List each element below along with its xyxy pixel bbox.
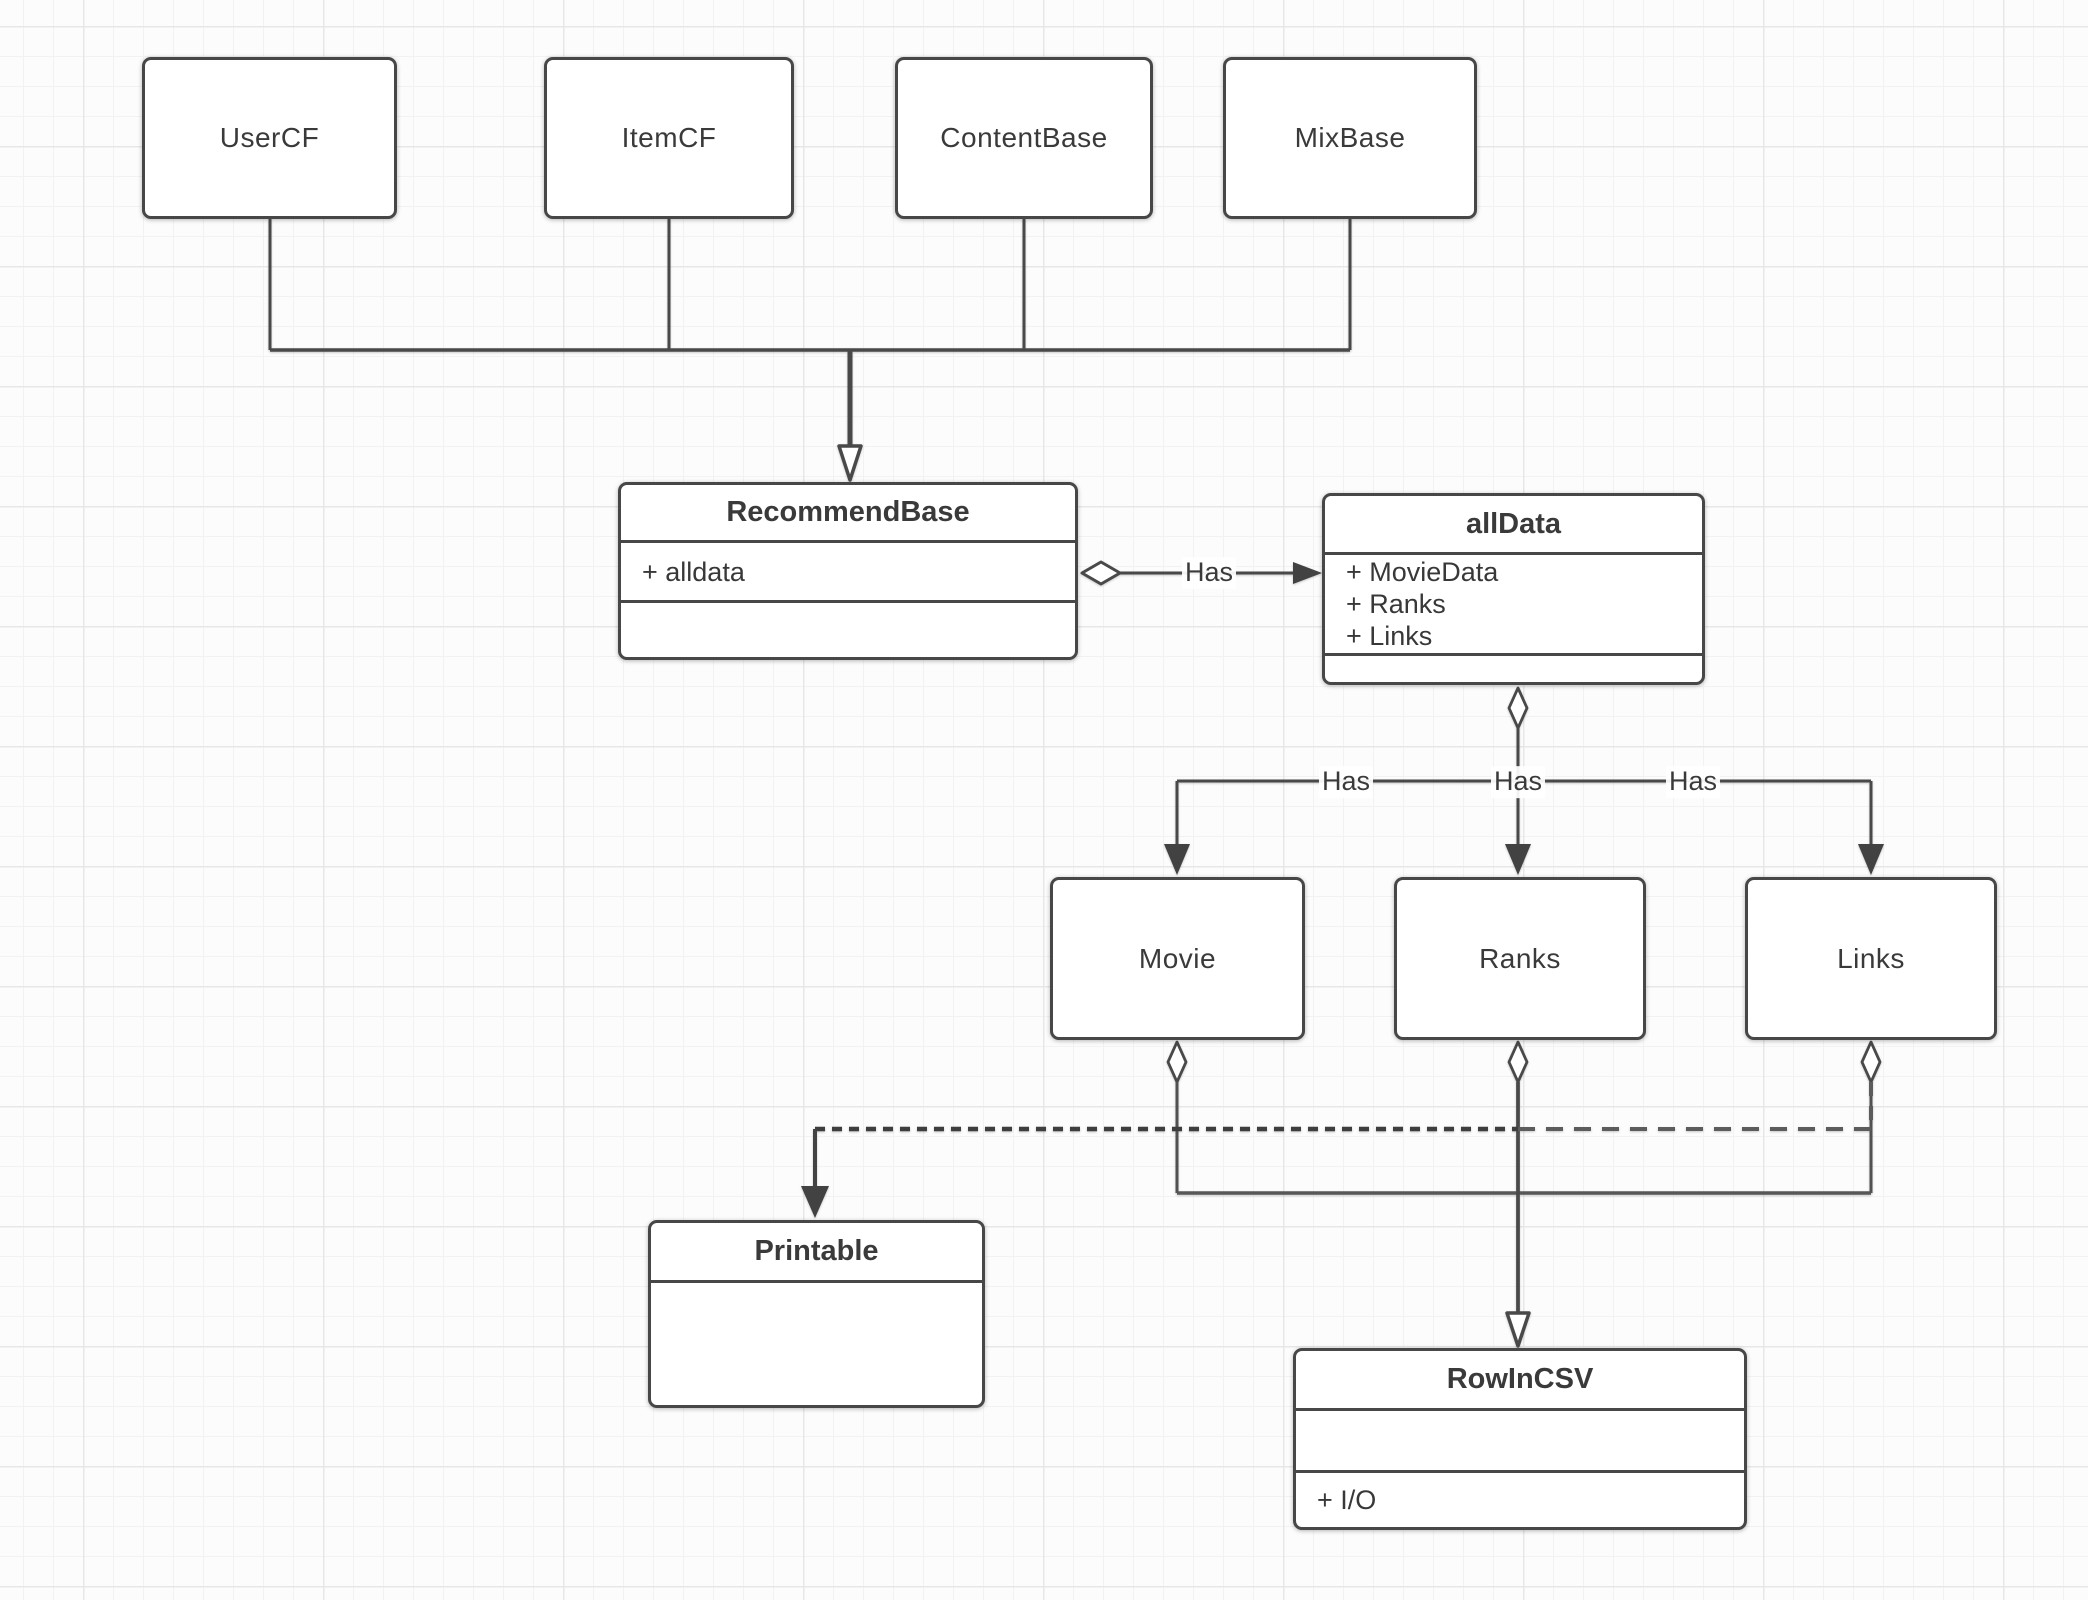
class-rowincsv-title: RowInCSV [1296, 1351, 1744, 1411]
edge-children-printable[interactable] [813, 1082, 1873, 1190]
class-contentbase-label: ContentBase [940, 122, 1108, 153]
class-links-label: Links [1837, 942, 1905, 974]
solid-arrowhead-printable[interactable] [801, 1186, 829, 1218]
solid-arrowhead-ranks[interactable] [1505, 844, 1531, 875]
class-printable-title: Printable [651, 1223, 982, 1283]
class-movie-label: Movie [1138, 942, 1217, 974]
class-rowincsv-methods: + I/O [1296, 1473, 1744, 1527]
class-mixbase-label: MixBase [1294, 122, 1406, 153]
class-recommendbase-title: RecommendBase [621, 485, 1075, 543]
aggregation-diamond-recommendbase[interactable] [1080, 560, 1122, 586]
solid-arrowhead-links[interactable] [1858, 844, 1884, 875]
class-movie[interactable]: Movie [1050, 877, 1305, 1040]
attribute-links: + Links [1346, 621, 1433, 651]
hollow-arrowhead-recommendbase[interactable] [837, 444, 863, 482]
hollow-arrowhead-rowincsv[interactable] [1505, 1311, 1531, 1348]
edge-top-bus[interactable] [268, 219, 1352, 446]
class-recommendbase-attributes: + alldata [621, 543, 1075, 603]
edge-label-has-links[interactable]: Has [1665, 766, 1721, 798]
class-ranks-label: Ranks [1479, 942, 1561, 974]
class-contentbase[interactable]: ContentBase [895, 57, 1153, 219]
edge-children-rowincsv[interactable] [1175, 1082, 1873, 1314]
class-alldata[interactable]: allData + MovieData + Ranks + Links [1322, 493, 1705, 685]
class-printable-body-empty [651, 1283, 982, 1405]
class-usercf[interactable]: UserCF [142, 57, 397, 219]
aggregation-diamond-ranks[interactable] [1507, 1040, 1529, 1084]
aggregation-diamond-movie[interactable] [1166, 1040, 1188, 1084]
class-alldata-title: allData [1325, 496, 1702, 555]
class-links[interactable]: Links [1745, 877, 1997, 1040]
class-mixbase[interactable]: MixBase [1223, 57, 1477, 219]
attribute-alldata: + alldata [642, 556, 745, 587]
aggregation-diamond-links[interactable] [1860, 1040, 1882, 1084]
attribute-moviedata: + MovieData [1346, 557, 1499, 587]
class-recommendbase-methods-empty [621, 603, 1075, 657]
class-itemcf-label: ItemCF [621, 122, 717, 153]
class-alldata-methods-empty [1325, 656, 1702, 682]
edge-label-has-recommendbase-alldata[interactable]: Has [1181, 557, 1237, 589]
edge-label-has-movie[interactable]: Has [1318, 766, 1374, 798]
class-itemcf[interactable]: ItemCF [544, 57, 794, 219]
solid-arrowhead-movie[interactable] [1164, 844, 1190, 875]
aggregation-diamond-alldata[interactable] [1507, 686, 1529, 730]
attribute-ranks: + Ranks [1346, 589, 1446, 619]
class-ranks[interactable]: Ranks [1394, 877, 1646, 1040]
class-recommendbase[interactable]: RecommendBase + alldata [618, 482, 1078, 660]
solid-arrowhead-alldata[interactable] [1293, 562, 1322, 584]
class-alldata-attributes: + MovieData + Ranks + Links [1325, 555, 1702, 656]
class-printable[interactable]: Printable [648, 1220, 985, 1408]
attribute-io: + I/O [1317, 1485, 1377, 1515]
class-usercf-label: UserCF [219, 122, 320, 153]
class-rowincsv-attributes-empty [1296, 1411, 1744, 1473]
class-rowincsv[interactable]: RowInCSV + I/O [1293, 1348, 1747, 1530]
edge-label-has-ranks[interactable]: Has [1490, 766, 1546, 798]
